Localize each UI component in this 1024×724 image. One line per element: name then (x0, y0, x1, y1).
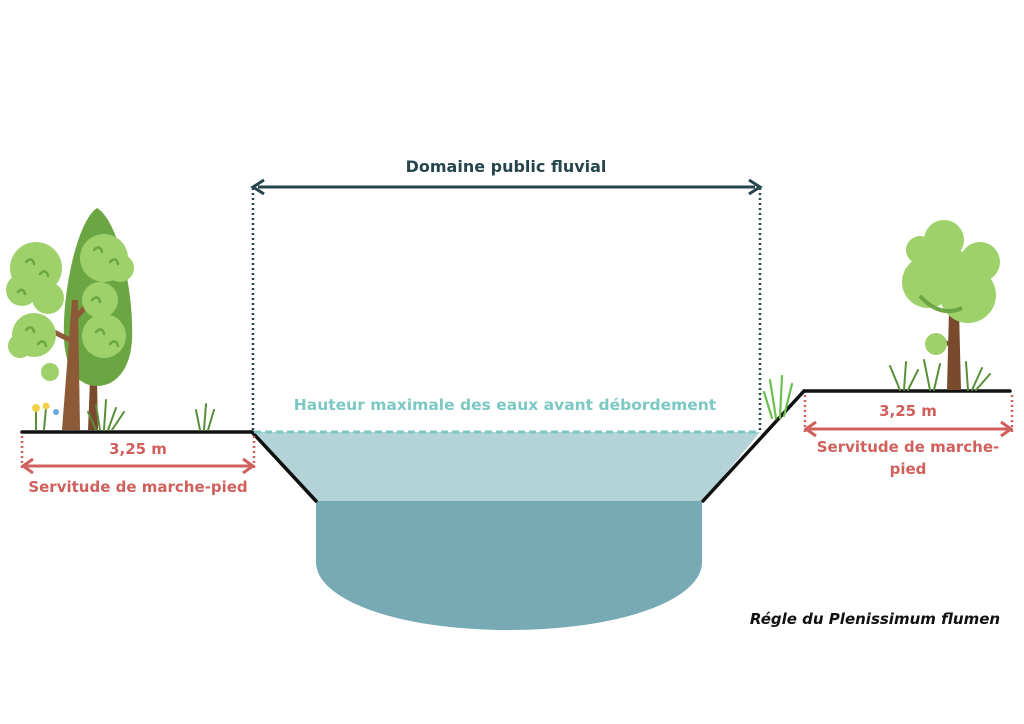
leaf-marks (16, 246, 120, 348)
foliage-cluster (32, 282, 64, 314)
river-water (254, 432, 760, 630)
tree-icon (902, 220, 1000, 390)
foliage-cluster (41, 363, 59, 381)
flood-zone-water (254, 432, 760, 501)
right-servitude-width-label: 3,25 m (879, 402, 937, 420)
max-water-height-label: Hauteur maximale des eaux avant débordem… (293, 396, 717, 414)
right-servitude-dimension (803, 395, 1014, 438)
right-servitude-arrow-left-head (803, 420, 817, 438)
left-servitude-arrow-left-head (20, 457, 34, 475)
grass-icon (87, 399, 215, 431)
tree-icon (6, 208, 134, 430)
ground-profile (20, 389, 1012, 503)
broadleaf-trunk (62, 300, 80, 430)
domain-arrow-left-head (250, 178, 265, 196)
foliage-cluster (82, 314, 126, 358)
flower-icon (32, 402, 59, 431)
domain-dimension (250, 178, 763, 430)
grass-icon (889, 359, 991, 391)
domain-arrow-right-head (748, 178, 763, 196)
rule-caption: Régle du Plenissimum flumen (749, 610, 1001, 628)
left-servitude-width-label: 3,25 m (109, 440, 167, 458)
right-servitude-arrow-right-head (1000, 420, 1014, 438)
foliage-cluster (925, 333, 947, 355)
river-bed-water (316, 501, 702, 630)
foliage-cluster (8, 334, 32, 358)
right-tree-trunk (947, 310, 961, 390)
domain-public-fluvial-label: Domaine public fluvial (405, 157, 607, 176)
left-servitude-label: Servitude de marche-pied (28, 478, 248, 496)
foliage-cluster (928, 248, 972, 292)
left-bank-slope (250, 430, 318, 503)
left-servitude-arrow-right-head (242, 457, 256, 475)
foliage-cluster (106, 254, 134, 282)
right-bank-slope (701, 389, 806, 503)
right-servitude-label: Servitude de marche-pied (816, 438, 1000, 478)
left-servitude-dimension (20, 436, 256, 475)
foliage-shadow (918, 294, 963, 313)
grass-icon (762, 374, 794, 420)
